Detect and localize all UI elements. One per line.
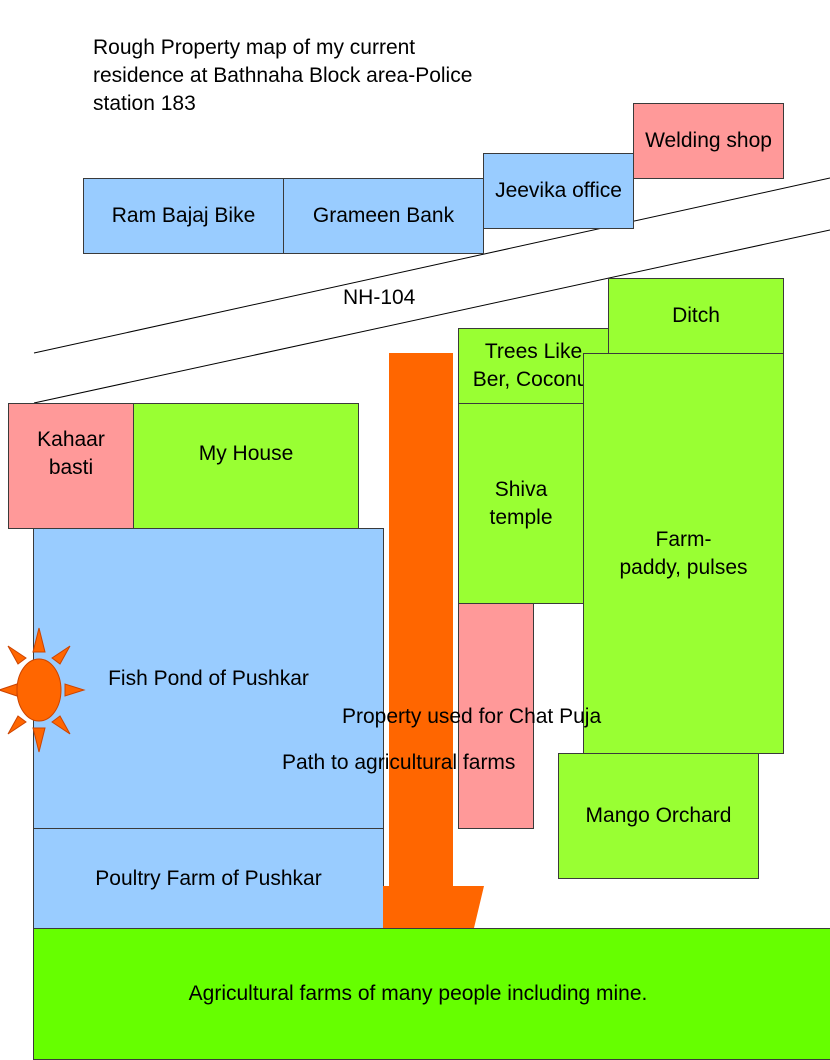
mango-orchard-label: Mango Orchard (585, 804, 732, 827)
agricultural-farms-label: Agricultural farms of many people includ… (188, 982, 648, 1005)
shiva-temple-plot: Shiva temple (458, 403, 584, 604)
fish-pond-plot: Fish Pond of Pushkar (33, 528, 384, 829)
kahaar-basti-plot: Kahaar basti (8, 403, 134, 529)
my-house-label: My House (198, 442, 294, 465)
grameen-bank-plot: Grameen Bank (283, 178, 484, 254)
my-house-plot: My House (133, 403, 359, 529)
map-title: Rough Property map of my current residen… (93, 36, 473, 115)
farm-label: Farm- paddy, pulses (619, 527, 748, 579)
jeevika-office-plot: Jeevika office (483, 153, 634, 229)
shiva-temple-label: Shiva temple (489, 477, 553, 529)
path-label: Path to agricultural farms (282, 751, 516, 774)
ram-bajaj-bike-plot: Ram Bajaj Bike (83, 178, 284, 254)
chat-puja-label: Property used for Chat Puja (342, 705, 602, 728)
mango-orchard-plot: Mango Orchard (558, 753, 759, 879)
fish-pond-label: Fish Pond of Pushkar (108, 666, 309, 690)
welding-shop-label: Welding shop (645, 129, 772, 152)
kahaar-basti-label: Kahaar basti (37, 428, 105, 479)
chat-puja-plot (458, 603, 534, 829)
jeevika-office-label: Jeevika office (495, 179, 622, 202)
ram-bajaj-bike-label: Ram Bajaj Bike (111, 204, 256, 227)
grameen-bank-label: Grameen Bank (312, 204, 455, 227)
agricultural-farms-plot: Agricultural farms of many people includ… (33, 928, 830, 1060)
trees-label: Trees Like Ber, Coconut (472, 340, 595, 391)
poultry-farm-plot: Poultry Farm of Pushkar (33, 828, 384, 929)
poultry-farm-label: Poultry Farm of Pushkar (95, 866, 322, 890)
ditch-plot: Ditch (608, 278, 784, 354)
welding-shop-plot: Welding shop (633, 103, 784, 179)
road-label: NH-104 (343, 286, 416, 309)
ditch-label: Ditch (672, 304, 720, 327)
